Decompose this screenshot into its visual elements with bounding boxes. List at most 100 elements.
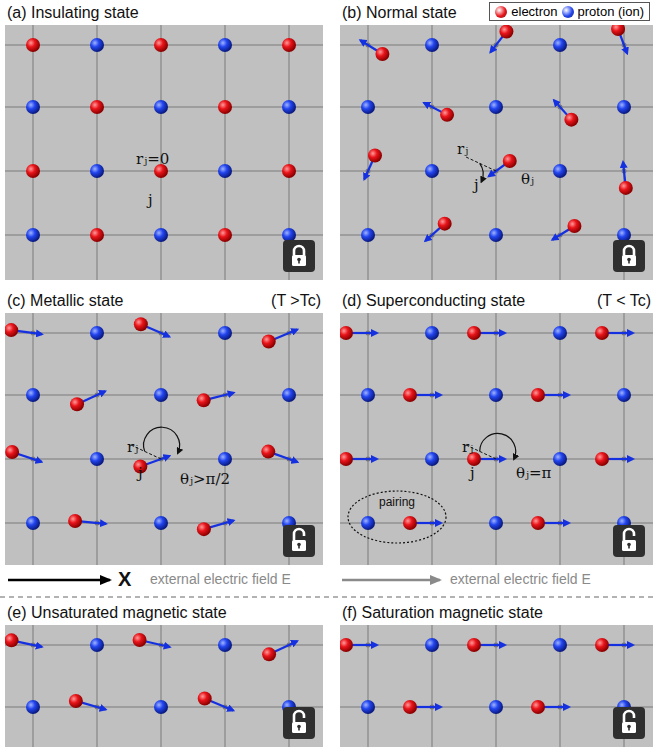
electron xyxy=(595,638,609,652)
proton xyxy=(553,326,567,340)
electron xyxy=(5,323,18,337)
index-label: j xyxy=(148,191,153,209)
lock-keyhole xyxy=(628,727,630,731)
panel-title: (f) Saturation magnetic state xyxy=(342,604,543,622)
state-panel: (b) Normal state xyxy=(340,25,653,280)
pairing-ellipse: pairing xyxy=(346,489,448,545)
panel-title: (a) Insulating state xyxy=(7,4,139,22)
electron xyxy=(564,113,578,127)
proton xyxy=(26,100,40,114)
lock-shackle xyxy=(624,246,634,255)
proton xyxy=(26,228,40,242)
panel-ground xyxy=(5,25,323,280)
proton xyxy=(361,700,375,714)
lock-icon xyxy=(283,240,315,272)
panel-title: (e) Unsaturated magnetic state xyxy=(7,604,227,622)
legend-text: electron xyxy=(511,4,557,19)
temperature-condition: (T < Tc) xyxy=(597,292,651,310)
electron xyxy=(340,452,353,466)
proton xyxy=(425,452,439,466)
electron xyxy=(403,388,417,402)
proton xyxy=(489,100,503,114)
position-label: rⱼ xyxy=(127,438,138,456)
temperature-condition: (T >Tc) xyxy=(271,292,321,310)
angle-arc xyxy=(144,427,180,453)
legend-box: electron proton (ion) xyxy=(489,2,650,21)
lock-icon xyxy=(283,707,315,739)
lock-body xyxy=(292,255,306,266)
proton xyxy=(218,164,232,178)
index-label: j xyxy=(470,464,475,482)
lattice-group xyxy=(340,313,653,565)
electron xyxy=(467,326,481,340)
electron xyxy=(218,228,232,242)
proton xyxy=(553,38,567,52)
grid-line xyxy=(432,25,433,280)
proton xyxy=(90,164,104,178)
state-panel: (f) Saturation magnetic state xyxy=(340,625,653,747)
electron xyxy=(197,522,211,536)
panel-heading: (a) Insulating state xyxy=(5,3,323,23)
legend-swatch xyxy=(562,6,574,18)
electron xyxy=(368,149,382,163)
electron xyxy=(438,217,452,231)
lattice-group xyxy=(340,625,653,747)
lock-keyhole xyxy=(298,545,300,549)
proton xyxy=(425,326,439,340)
lock-shackle xyxy=(294,711,304,722)
panel-ground xyxy=(340,313,653,565)
proton xyxy=(154,700,168,714)
angle-arc xyxy=(480,433,516,459)
state-panel: (d) Superconducting state(T < Tc)pairing xyxy=(340,313,653,565)
proton xyxy=(90,452,104,466)
electron xyxy=(90,100,104,114)
panel-title: (d) Superconducting state xyxy=(342,292,525,310)
proton xyxy=(26,388,40,402)
electron xyxy=(595,452,609,466)
lock-keyhole xyxy=(298,260,300,264)
lattice-group xyxy=(5,313,323,565)
lock-keyhole xyxy=(628,260,630,264)
grid-line xyxy=(432,313,433,565)
proton xyxy=(553,164,567,178)
proton xyxy=(617,228,631,242)
electron xyxy=(531,516,545,530)
legend-text: proton (ion) xyxy=(578,4,644,19)
angle-arc xyxy=(480,163,483,181)
lock-body xyxy=(622,255,636,266)
separator-line xyxy=(0,597,653,598)
proton xyxy=(553,452,567,466)
lattice-group xyxy=(5,625,323,747)
proton xyxy=(26,516,40,530)
electron xyxy=(340,326,353,340)
electron xyxy=(197,393,211,407)
panel-ground xyxy=(340,625,653,747)
proton xyxy=(26,700,40,714)
panel-heading: (c) Metallic state(T >Tc) xyxy=(5,291,323,311)
proton xyxy=(90,638,104,652)
electron xyxy=(375,47,389,61)
electron xyxy=(198,692,212,706)
electron xyxy=(340,638,353,652)
proton xyxy=(489,228,503,242)
electron xyxy=(218,100,232,114)
proton xyxy=(282,388,296,402)
field-label: external electric field E xyxy=(150,571,291,587)
proton xyxy=(361,388,375,402)
electron xyxy=(262,334,276,348)
electron xyxy=(70,397,84,411)
electron xyxy=(26,38,40,52)
electron xyxy=(134,317,148,331)
lock-keyhole xyxy=(298,727,300,731)
electron xyxy=(5,633,18,647)
electron xyxy=(595,326,609,340)
position-label: rⱼ xyxy=(462,438,473,456)
lock-shackle xyxy=(624,529,634,540)
electron xyxy=(90,228,104,242)
lock-shackle xyxy=(294,529,304,540)
electron xyxy=(26,164,40,178)
proton xyxy=(361,100,375,114)
position-label: rⱼ xyxy=(457,140,468,158)
electron xyxy=(531,700,545,714)
